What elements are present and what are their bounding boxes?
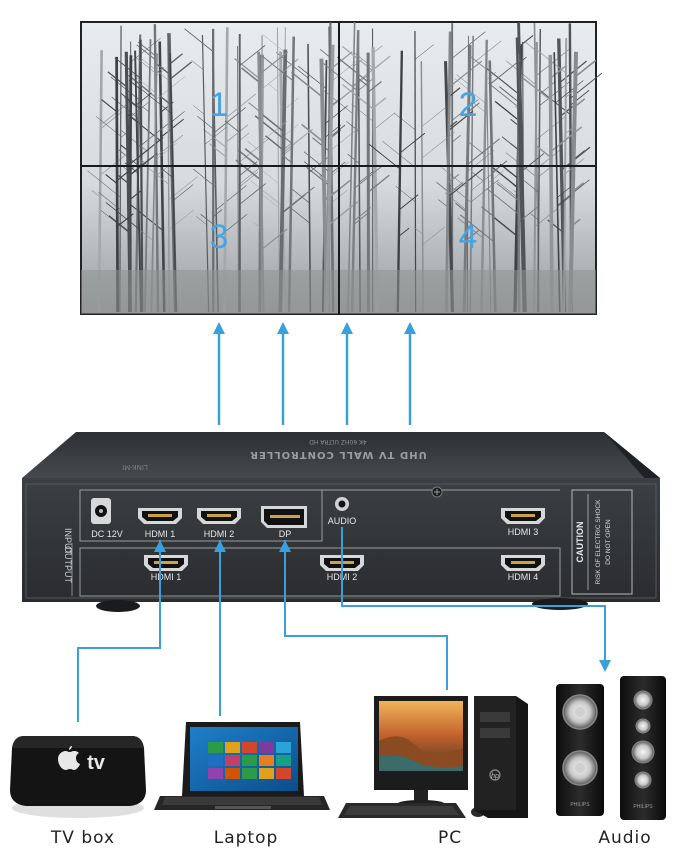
speaker-right-brand: PHILIPS	[633, 804, 653, 810]
controller-title-line-2: 4K 60HZ ULTRA HD	[309, 438, 367, 445]
forest-scene	[87, 22, 603, 313]
input-connections	[77, 527, 611, 722]
hdmi-out-1-port	[144, 555, 188, 571]
hdmi-in-2-label: HDMI 2	[204, 529, 235, 539]
panel-number-3: 3	[210, 218, 229, 256]
speaker-left: PHILIPS	[556, 684, 604, 816]
caution-panel: CAUTION RISK OF ELECTRIC SHOCK DO NOT OP…	[571, 489, 633, 595]
output-label: OUTPUT	[63, 546, 73, 584]
caution-line-1: RISK OF ELECTRIC SHOCK	[595, 499, 602, 585]
pc-brand: hp	[491, 773, 499, 780]
hdmi-in-3-port	[501, 508, 545, 524]
caution-title: CAUTION	[575, 522, 585, 563]
pc-connection	[284, 540, 448, 690]
audio-connection	[341, 527, 606, 660]
tvbox-connection	[77, 540, 161, 722]
input-label: INPUT	[63, 528, 73, 556]
laptop-start-screen	[208, 742, 291, 779]
apple-logo-icon	[58, 746, 80, 770]
screw-icon	[431, 486, 443, 498]
hdmi-out-4-label: HDMI 4	[508, 572, 539, 582]
laptop-device	[154, 722, 330, 810]
hdmi-out-4-port	[501, 555, 545, 571]
port-group	[138, 497, 545, 571]
hdmi-in-1-port	[138, 508, 182, 524]
video-wall: 1 2 3 4	[80, 21, 603, 315]
pc-device: hp	[338, 696, 528, 818]
controller-title-line-1: UHD TV WALL CONTROLLER	[249, 449, 426, 460]
speaker-right: PHILIPS	[620, 676, 666, 820]
panel-number-4: 4	[459, 218, 478, 256]
hdmi-in-1-label: HDMI 1	[145, 529, 176, 539]
tv-box-caption: TV box	[50, 828, 116, 848]
dc-power-port	[91, 498, 111, 524]
pc-caption: PC	[437, 828, 463, 848]
hdmi-in-2-port	[197, 508, 241, 524]
panel-number-1: 1	[210, 86, 229, 124]
dp-label: DP	[279, 529, 292, 539]
tv-box-logo: tv	[87, 752, 106, 774]
caution-line-2: DO NOT OPEN	[605, 519, 612, 565]
displayport-port	[261, 506, 307, 528]
audio-label: AUDIO	[328, 516, 357, 526]
laptop-caption: Laptop	[213, 828, 279, 848]
tv-box-device: tv	[10, 736, 146, 818]
panel-number-2: 2	[459, 86, 478, 124]
audio-jack-port	[335, 497, 349, 511]
hdmi-out-1-label: HDMI 1	[151, 572, 182, 582]
dc-port-label: DC 12V	[91, 529, 123, 539]
audio-caption: Audio	[598, 828, 652, 848]
input-output-label-strip: INPUT OUTPUT	[63, 528, 73, 596]
hdmi-in-3-label: HDMI 3	[508, 527, 539, 537]
controller-brand: LINK-MI	[122, 463, 148, 471]
output-arrows	[213, 322, 416, 425]
speaker-left-brand: PHILIPS	[570, 802, 590, 808]
